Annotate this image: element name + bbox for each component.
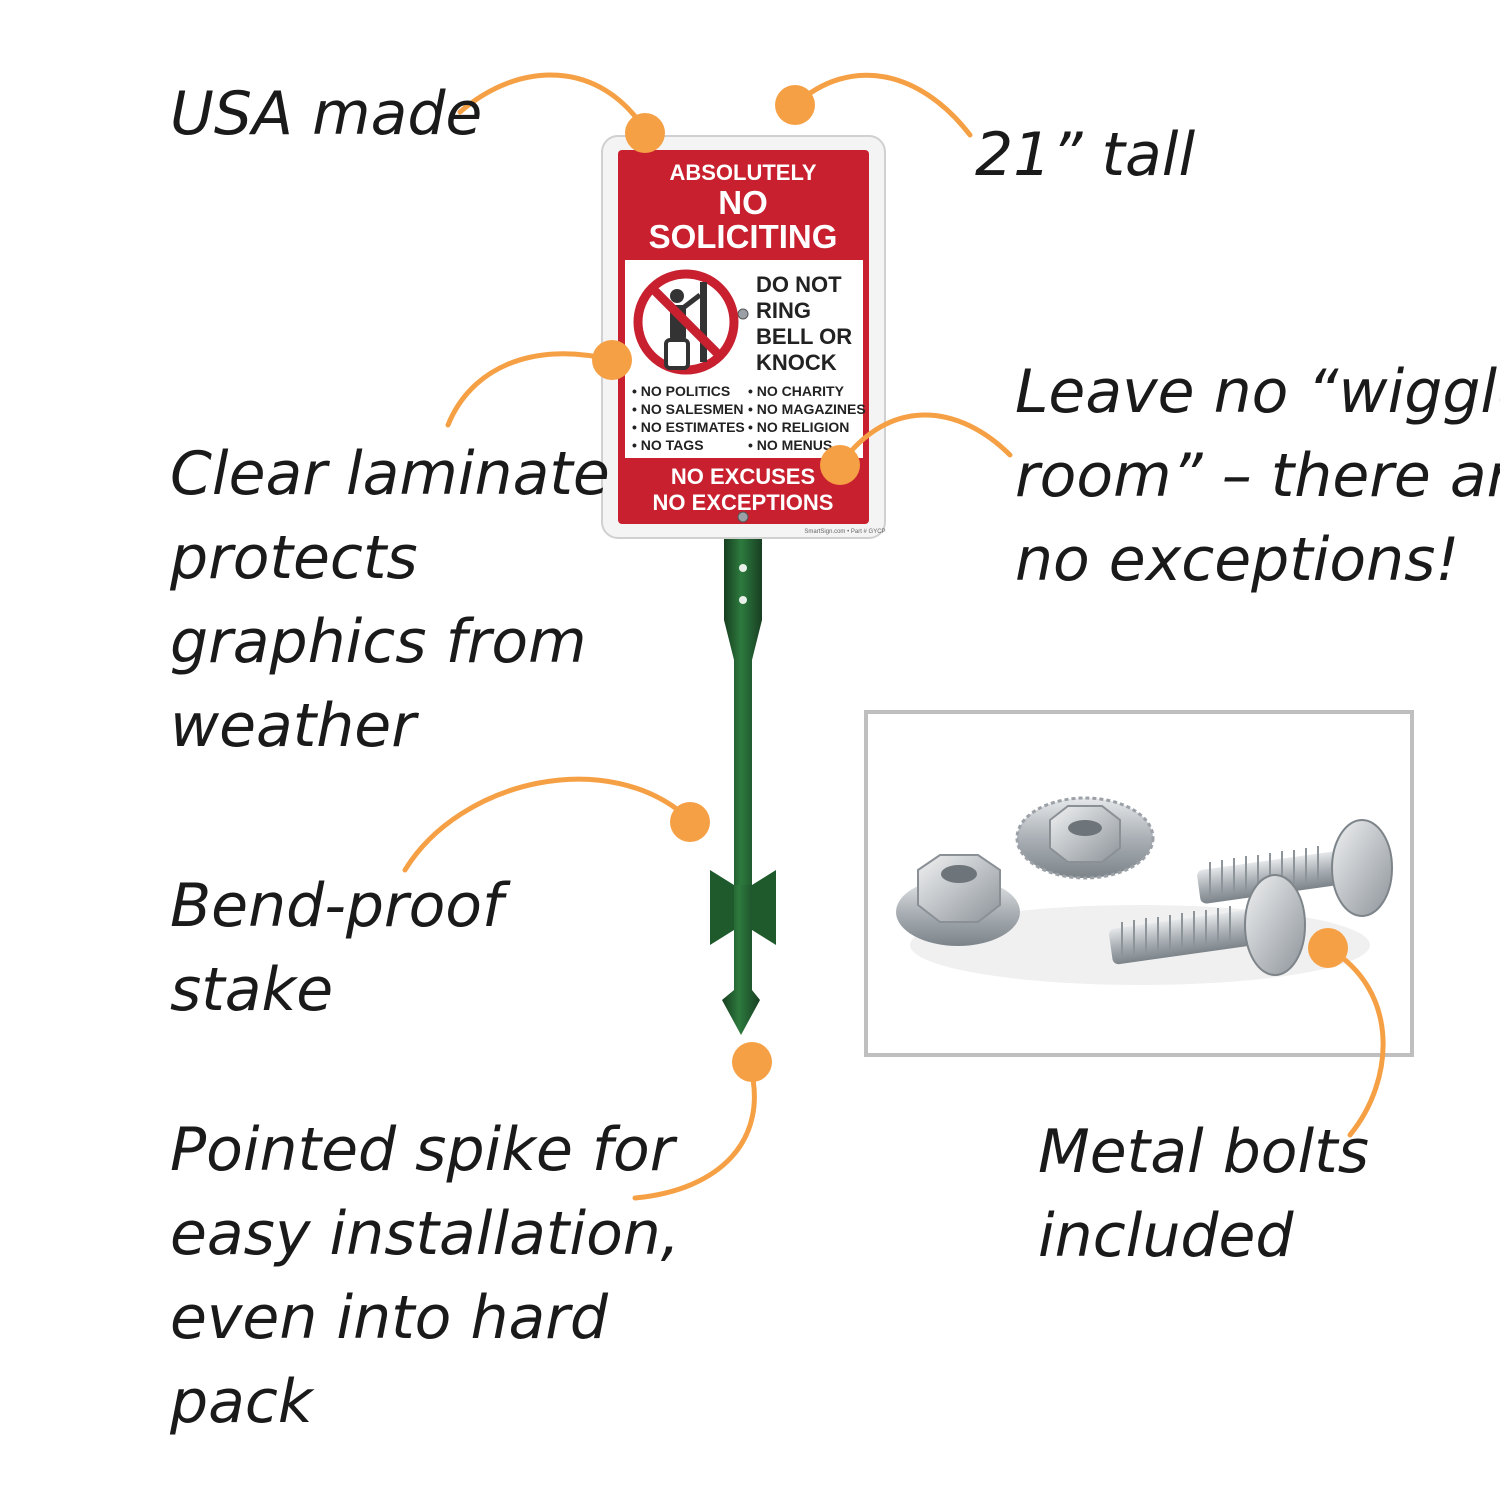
callout-bolts: Metal bolts included	[1038, 1117, 1369, 1271]
callout-dots	[592, 85, 1348, 1082]
callout-stake: Bend-proof stake	[170, 871, 504, 1025]
sign-list-right: • NO CHARITY • NO MAGAZINES • NO RELIGIO…	[748, 383, 870, 453]
sign-line1: ABSOLUTELY	[669, 160, 816, 185]
sign-panel-text: DO NOT RING BELL OR KNOCK	[756, 272, 858, 375]
sign-list-left: • NO POLITICS • NO SALESMEN • NO ESTIMAT…	[632, 383, 749, 453]
callout-height: 21” tall	[975, 120, 1196, 190]
sign-footer2: NO EXCEPTIONS	[653, 490, 834, 515]
stake	[710, 535, 776, 1035]
callout-no-exceptions: Leave no “wiggle room” – there are no ex…	[1015, 357, 1500, 595]
bolt-icon	[1109, 874, 1306, 976]
callout-leaders	[402, 72, 1386, 1201]
callout-usa-made: USA made	[170, 79, 483, 149]
spike	[722, 885, 760, 1035]
flange-nut-icon	[1015, 796, 1155, 880]
callout-laminate: Clear laminate protects graphics from we…	[170, 439, 610, 761]
stake-fins	[710, 870, 734, 945]
sign: ABSOLUTELY NO SOLICITING DO NOT RING BEL…	[601, 135, 886, 539]
hardware-box	[864, 710, 1414, 1057]
no-soliciting-symbol	[633, 269, 739, 375]
sign-line2: NO	[718, 184, 768, 221]
nut-icon	[896, 854, 1020, 946]
sign-line3: SOLICITING	[649, 218, 838, 255]
sign-fine-print: SmartSign.com • Part # GYCP	[804, 529, 885, 535]
callout-spike: Pointed spike for easy installation, eve…	[170, 1115, 680, 1437]
sign-footer1: NO EXCUSES	[671, 464, 815, 489]
